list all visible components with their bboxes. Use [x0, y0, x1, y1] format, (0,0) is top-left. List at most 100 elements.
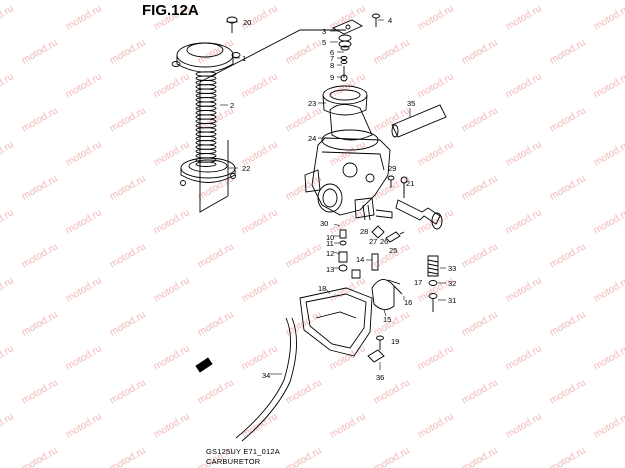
watermark-text: motod.ru [284, 445, 324, 468]
watermark-text: motod.ru [504, 343, 544, 372]
watermark-text: motod.ru [504, 71, 544, 100]
part-piston-valve-23 [322, 85, 368, 116]
spring-coil [195, 105, 217, 112]
spring-coil [195, 88, 217, 94]
part-washer-32 [428, 280, 438, 286]
callout-28: 28 [360, 227, 368, 236]
front-arrow-icon [195, 357, 213, 373]
spring-coil [195, 153, 217, 159]
callout-23: 23 [308, 99, 316, 108]
callout-25: 25 [389, 246, 397, 255]
watermark-text: motod.ru [504, 207, 544, 236]
part-screw-31 [428, 293, 438, 312]
part-float-16 [371, 279, 403, 310]
watermark-text: motod.ru [592, 343, 625, 372]
part-drain-screw-36 [367, 349, 385, 363]
watermark-text: motod.ru [20, 241, 60, 270]
callout-26: 26 [380, 237, 388, 246]
part-diaphragm-24 [321, 104, 379, 151]
watermark-text: motod.ru [20, 377, 60, 406]
callout-4: 4 [388, 16, 392, 25]
part-throttle-stop-21 [395, 176, 443, 230]
watermark-text: motod.ru [416, 343, 456, 372]
watermark-text: motod.ru [548, 173, 588, 202]
watermark-text: motod.ru [592, 275, 625, 304]
callout-29: 29 [388, 164, 396, 173]
watermark-text: motod.ru [460, 173, 500, 202]
watermark-text: motod.ru [64, 275, 104, 304]
spring-coil [195, 101, 217, 107]
watermark-text: motod.ru [20, 309, 60, 338]
callout-9: 9 [330, 73, 334, 82]
watermark-text: motod.ru [108, 241, 148, 270]
watermark-text: motod.ru [64, 3, 104, 32]
callout-20: 20 [243, 18, 251, 27]
part-drain-hose-34 [235, 317, 297, 442]
callout-24: 24 [308, 134, 316, 143]
watermark-text: motod.ru [20, 445, 60, 468]
callout-36: 36 [376, 373, 384, 382]
watermark-text: motod.ru [592, 139, 625, 168]
callout-7: 7 [330, 54, 334, 63]
callout-22: 22 [242, 164, 250, 173]
watermark-text: motod.ru [64, 71, 104, 100]
watermark-text: motod.ru [460, 37, 500, 66]
part-hose-35 [391, 104, 447, 138]
callout-12: 12 [326, 249, 334, 258]
part-pin-17 [387, 279, 401, 285]
part-pilot-screw-25-28 [371, 225, 405, 243]
spring-coil [195, 144, 217, 150]
callout-16: 16 [404, 298, 412, 307]
watermark-text: motod.ru [548, 445, 588, 468]
callout-6: 6 [330, 48, 334, 57]
spring-coil [195, 131, 217, 137]
watermark-text: motod.ru [372, 309, 412, 338]
watermark-text: motod.ru [328, 411, 368, 440]
watermark-text: motod.ru [460, 241, 500, 270]
watermark-text: motod.ru [108, 105, 148, 134]
watermark-text: motod.ru [64, 343, 104, 372]
spring-coil [195, 110, 217, 116]
spring-coil [195, 161, 217, 167]
watermark-text: motod.ru [416, 3, 456, 32]
callout-10: 10 [326, 233, 334, 242]
callout-32: 32 [448, 279, 456, 288]
callout-3: 3 [322, 27, 326, 36]
watermark-text: motod.ru [152, 275, 192, 304]
watermark-text: motod.ru [592, 411, 625, 440]
part-needle-valve-14 [371, 253, 379, 271]
callout-8: 8 [330, 61, 334, 70]
watermark-text: motod.ru [152, 71, 192, 100]
part-jet-13 [351, 269, 361, 279]
callout-5: 5 [322, 38, 326, 47]
callout-2: 2 [230, 101, 234, 110]
watermark-text: motod.ru [460, 105, 500, 134]
callout-11: 11 [326, 239, 334, 248]
watermark-text: motod.ru [20, 105, 60, 134]
watermark-text: motod.ru [504, 275, 544, 304]
watermark-text: motod.ru [328, 139, 368, 168]
callout-34: 34 [262, 371, 270, 380]
watermark-text: motod.ru [592, 3, 625, 32]
spring-coil [195, 148, 217, 155]
watermark-text: motod.ru [108, 173, 148, 202]
callout-17: 17 [414, 278, 422, 287]
watermark-text: motod.ru [548, 377, 588, 406]
watermark-text: motod.ru [0, 275, 16, 304]
callout-31: 31 [448, 296, 456, 305]
watermark-text: motod.ru [152, 139, 192, 168]
watermark-text: motod.ru [196, 377, 236, 406]
watermark-text: motod.ru [548, 241, 588, 270]
leader-lines [220, 19, 446, 375]
watermark-text: motod.ru [64, 207, 104, 236]
watermark-text: motod.ru [372, 37, 412, 66]
drawing-code: GS125UY E71_012A [206, 447, 280, 456]
spring-coil [195, 71, 217, 77]
watermark-text: motod.ru [460, 309, 500, 338]
spring-coil [195, 97, 217, 103]
watermark-text: motod.ru [0, 343, 16, 372]
watermark-text: motod.ru [592, 207, 625, 236]
